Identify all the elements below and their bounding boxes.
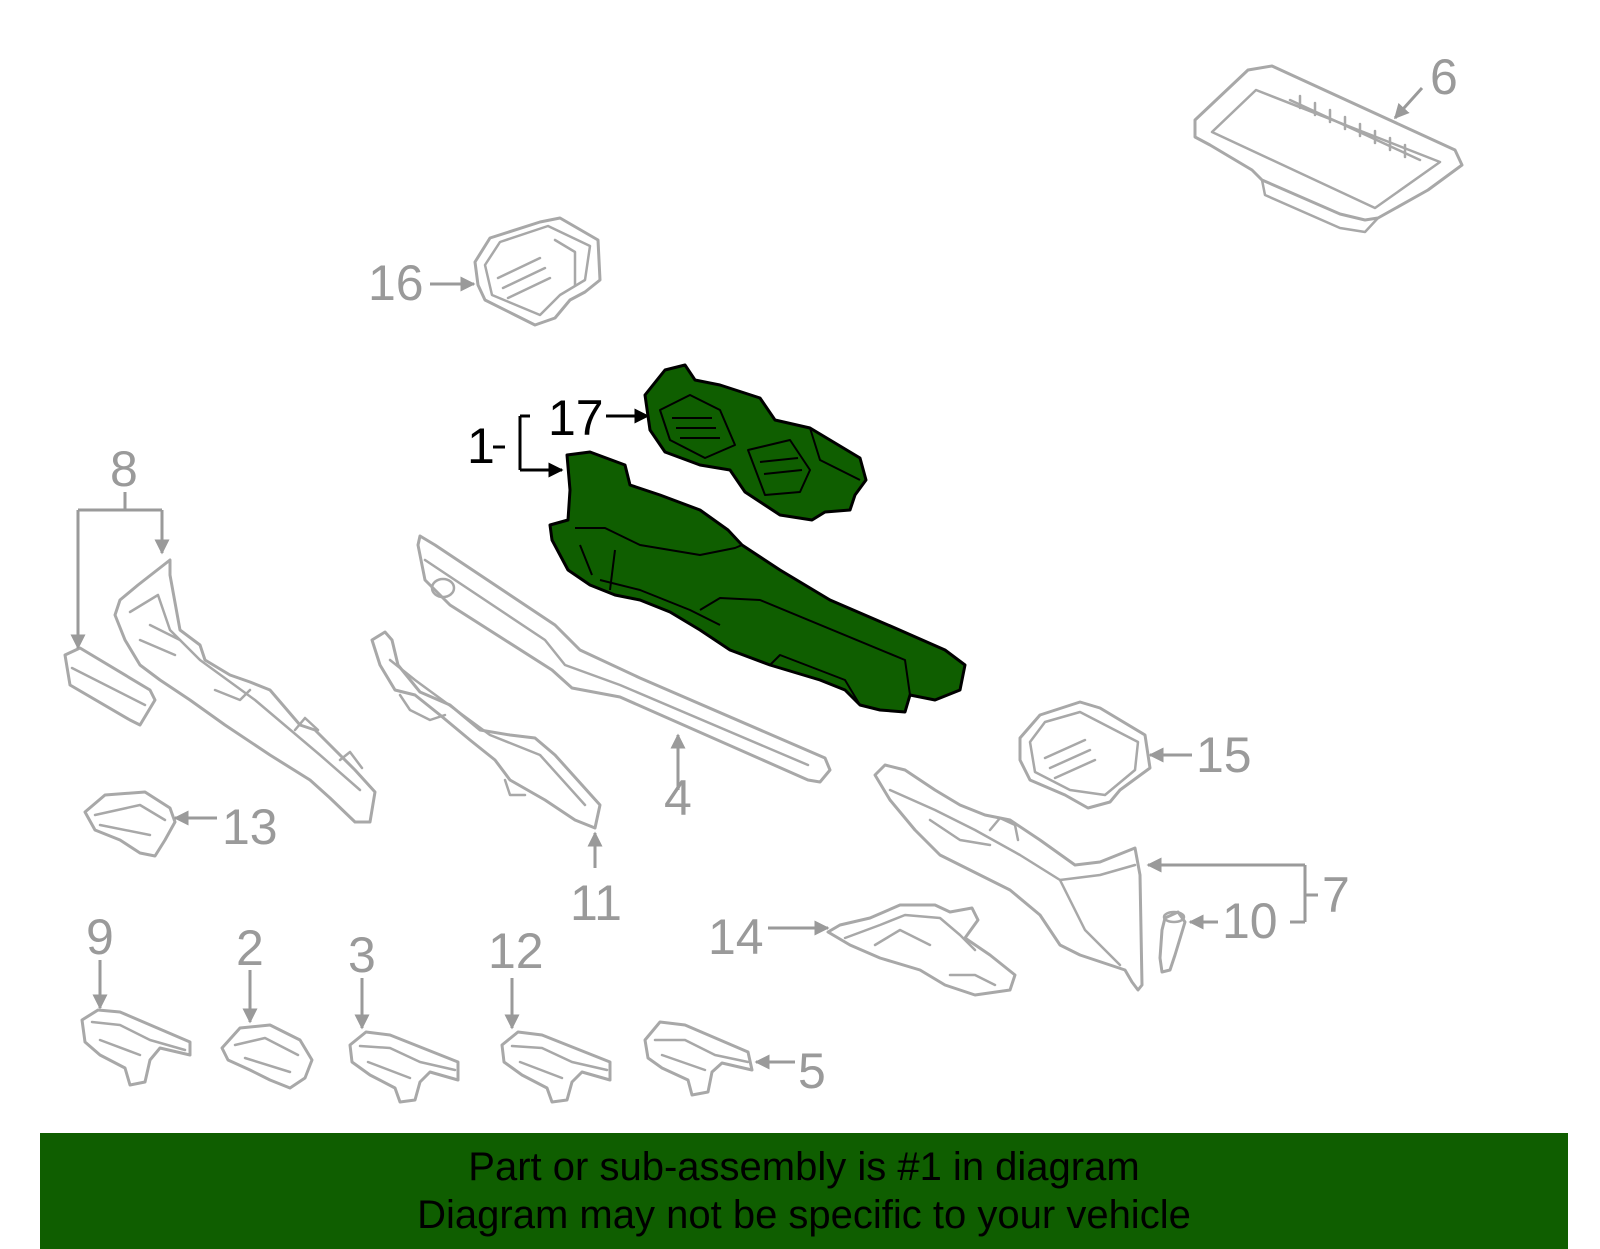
part-11-bracket [370,630,602,830]
part-8-left-trim [63,558,377,824]
part-16-air-vent [473,216,602,327]
callout-4: 4 [664,770,692,826]
callout-17: 17 [548,390,604,446]
bracket-1-17 [493,408,650,478]
banner-line-2: Diagram may not be specific to your vehi… [417,1193,1191,1237]
part-13-clip [83,790,177,858]
callout-7: 7 [1322,867,1350,923]
part-5-clip [643,1020,754,1097]
callout-5: 5 [798,1043,826,1099]
callout-13: 13 [222,799,278,855]
callout-11: 11 [570,875,622,931]
callout-15: 15 [1196,727,1252,783]
part-2-clip [220,1023,314,1090]
part-12-clip [500,1030,612,1104]
part-3-clip [348,1030,460,1104]
callout-3: 3 [348,927,376,983]
info-banner: Part or sub-assembly is #1 in diagram Di… [40,1133,1568,1249]
part-4-trim-strip [416,534,832,784]
part-9-clip [80,1008,192,1087]
callout-14: 14 [708,909,764,965]
part-15-air-vent [1018,700,1152,810]
callout-1: 1 [467,418,495,474]
callout-9: 9 [86,909,114,965]
part-10-pin [1158,910,1187,974]
part-6-display-bezel [1193,64,1464,234]
callout-12: 12 [488,923,544,979]
callout-10: 10 [1222,893,1278,949]
callout-8: 8 [110,441,138,497]
part-14-bracket [826,903,1017,997]
part-1-console-trim [548,450,967,714]
callout-16: 16 [368,255,424,311]
part-7-right-trim [873,763,1144,992]
callout-6: 6 [1430,49,1458,105]
callout-2: 2 [236,920,264,976]
part-17-center-vent [643,363,868,522]
banner-line-1: Part or sub-assembly is #1 in diagram [468,1145,1140,1189]
